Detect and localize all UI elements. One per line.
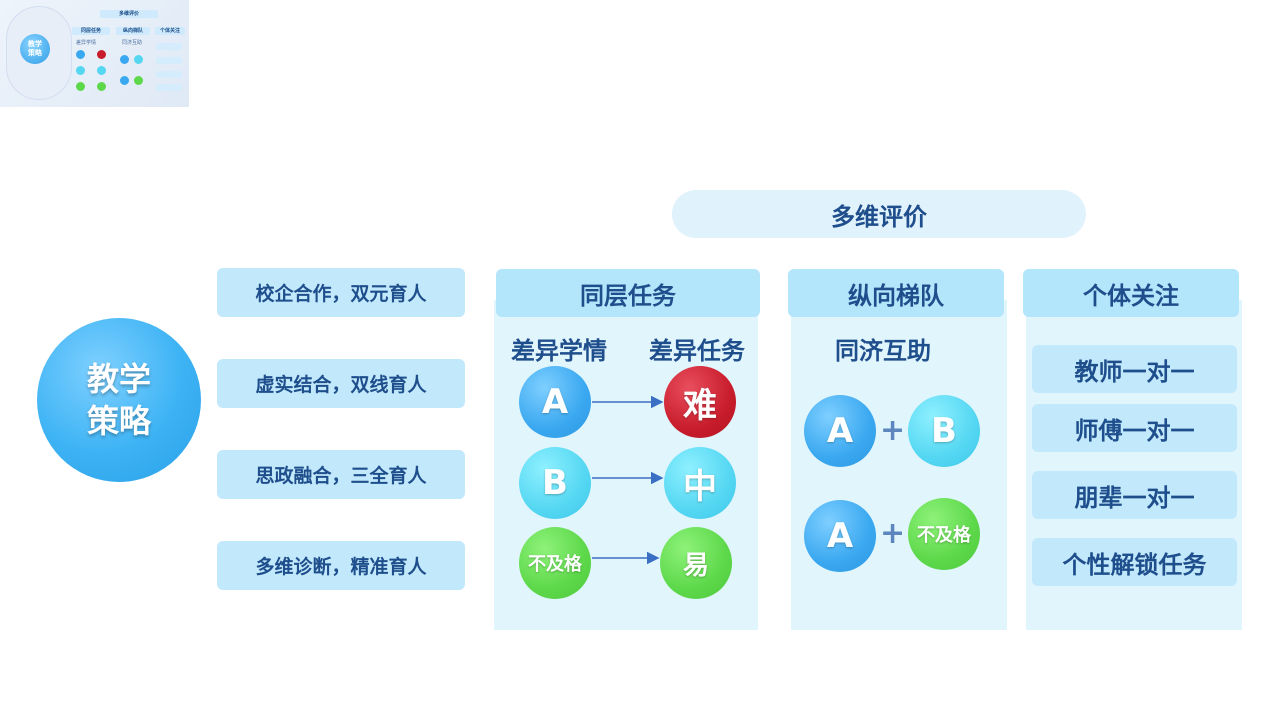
differentiated-learning-label: 差异学情 [511,337,607,365]
thumbnail-dot [120,55,129,64]
thumbnail-pill [156,57,182,64]
strategy-item: 多维诊断，精准育人 [217,541,465,590]
thumbnail-center-circle: 教学 策略 [20,34,50,64]
care-item: 师傅一对一 [1032,404,1237,452]
thumbnail-dot [76,50,85,59]
thumbnail-sub2: 同济互助 [122,40,143,46]
thumbnail-pill [156,84,182,91]
pair1-a-node: A [804,395,876,467]
easy-task-node: 易 [660,527,732,599]
medium-task-node: 中 [664,447,736,519]
individual-care-header: 个体关注 [1023,269,1239,317]
teaching-strategy-circle: 教学 策略 [37,318,201,482]
evaluation-header: 多维评价 [672,190,1086,238]
pair2-fail-node: 不及格 [908,498,980,570]
same-level-header: 同层任务 [496,269,760,317]
thumbnail-pill [156,43,182,50]
strategy-item: 思政融合，三全育人 [217,450,465,499]
thumbnail-dot [76,66,85,75]
thumbnail-dot [97,50,106,59]
strategy-item: 校企合作，双元育人 [217,268,465,317]
pair2-a-node: A [804,500,876,572]
thumbnail-dot [97,66,106,75]
strategy-item: 虚实结合，双线育人 [217,359,465,408]
vertical-echelon-header: 纵向梯队 [788,269,1004,317]
thumbnail-sub1: 差异学情 [76,40,97,46]
thumbnail-pill [156,71,182,78]
pair1-b-node: B [908,395,980,467]
thumbnail-col1: 同层任务 [72,27,110,35]
mutual-help-label: 同济互助 [835,337,931,365]
fail-level-node: 不及格 [519,527,591,599]
level-b-node: B [519,447,591,519]
thumbnail-dot [134,76,143,85]
thumbnail-dot [120,76,129,85]
care-item: 朋辈一对一 [1032,471,1237,519]
care-item: 教师一对一 [1032,345,1237,393]
thumbnail-dot [97,82,106,91]
plus-sign: + [880,413,906,448]
plus-sign: + [880,516,906,551]
thumbnail-col2: 纵向梯队 [116,27,150,35]
differentiated-task-label: 差异任务 [649,337,745,365]
thumbnail-dot [76,82,85,91]
vertical-echelon-panel [791,300,1007,630]
care-item: 个性解锁任务 [1032,538,1237,586]
thumbnail-dot [134,55,143,64]
hard-task-node: 难 [664,366,736,438]
task-arrows [592,395,664,565]
slide-thumbnail[interactable]: 教学 策略 多维评价 同层任务 纵向梯队 个体关注 差异学情 同济互助 [0,0,189,107]
thumbnail-col3: 个体关注 [155,27,185,35]
thumbnail-header: 多维评价 [100,10,158,18]
level-a-node: A [519,366,591,438]
